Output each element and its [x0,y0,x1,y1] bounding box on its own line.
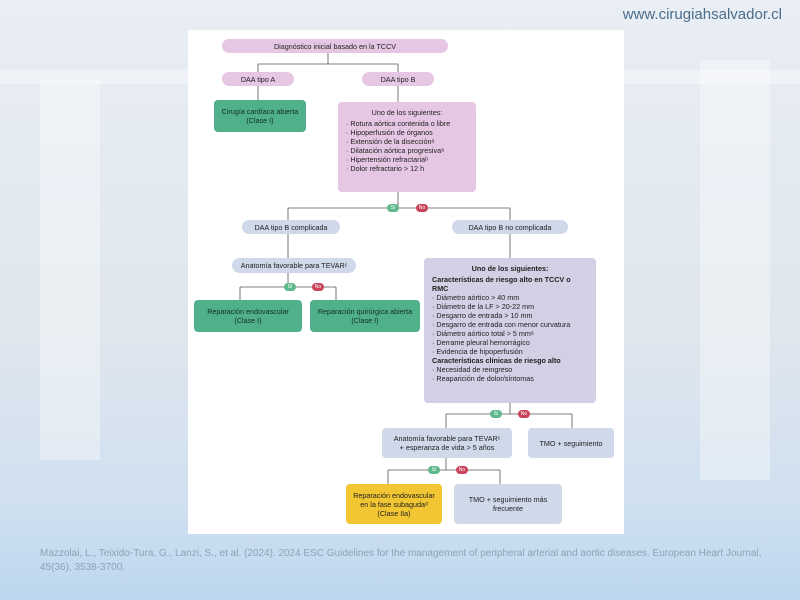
site-url: www.cirugiahsalvador.cl [622,6,782,23]
criteria2-item: · Reaparición de dolor/síntomas [432,374,534,383]
anat1-node: Anatomía favorable para TEVARᶜ [232,258,356,273]
criteria2-item: · Evidencia de hipoperfusión [432,347,523,356]
daa-b-label: DAA tipo B [380,74,416,84]
criteria2-subtitle: Características de riesgo alto en TCCV o… [432,275,571,293]
anat2-sublabel: + esperanza de vida > 5 años [399,443,495,452]
criteria2-item: · Diámetro aórtico total > 5 mmᵃ [432,329,534,338]
criteria2-item: · Desgarro de entrada > 10 mm [432,311,533,320]
endo1-label: Reparación endovascular [207,307,289,316]
cirugia-node: Cirugía cardíaca abierta (Clase I) [214,100,306,132]
yes-marker: Sí [428,466,440,474]
anat2-node: Anatomía favorable para TEVARᶜ + esperan… [382,428,512,458]
endo2-node: Reparación endovascular en la fase subag… [346,484,442,524]
daa-a-node: DAA tipo A [222,72,294,86]
tmo1-label: TMO + seguimiento [539,438,603,448]
criteria2-title: Uno de los siguientes: [471,264,549,273]
no-marker: No [456,466,468,474]
criteria1-box: Uno de los siguientes: · Rotura aórtica … [338,102,476,192]
criteria1-item: · Dilatación aórtica progresivaᵃ [346,146,444,155]
citation: Mazzolai, L., Teixido-Tura, G., Lanzi, S… [40,548,762,573]
cirugia-label: Cirugía cardíaca abierta [221,107,299,116]
no-marker: No [416,204,428,212]
anat1-label: Anatomía favorable para TEVARᶜ [240,261,348,270]
criteria2-box: Uno de los siguientes: Características d… [424,258,596,403]
yes-marker: Sí [284,283,296,291]
criteria2-item: · Necesidad de reingreso [432,365,513,374]
quir-label: Reparación quirúrgica abierta [317,307,413,316]
endo1-class: (Clase I) [234,316,262,325]
criteria1-item: · Hipoperfusión de órganos [346,128,433,137]
endo1-node: Reparación endovascular (Clase I) [194,300,302,332]
cirugia-class: (Clase I) [246,116,274,125]
flowchart-panel: Diagnóstico inicial basado en la TCCV DA… [188,30,624,534]
criteria2-subtitle: Características clínicas de riesgo alto [432,356,561,365]
criteria2-item: · Diámetro de la LF > 20-22 mm [432,302,535,311]
criteria2-item: · Desgarro de entrada con menor curvatur… [432,320,571,329]
endo2-label: Reparación endovascular [353,490,435,500]
anat2-label: Anatomía favorable para TEVARᶜ [393,434,501,443]
yes-marker: Sí [387,204,399,212]
start-label: Diagnóstico inicial basado en la TCCV [273,41,397,51]
no-marker: No [518,410,530,418]
no-marker: No [312,283,324,291]
criteria1-item: · Rotura aórtica contenida o libre [346,119,451,128]
daa-b-node: DAA tipo B [362,72,434,86]
uncomplicated-node: DAA tipo B no complicada [452,220,568,234]
tmo2-label: frecuente [493,504,523,513]
complicated-node: DAA tipo B complicada [242,220,340,234]
daa-a-label: DAA tipo A [240,74,276,84]
criteria1-item: · Extensión de la disecciónᵃ [346,137,435,146]
start-node: Diagnóstico inicial basado en la TCCV [222,39,448,53]
quir-node: Reparación quirúrgica abierta (Clase I) [310,300,420,332]
yes-marker: Sí [490,410,502,418]
uncomplicated-label: DAA tipo B no complicada [468,222,552,232]
endo2-class: (Clase IIa) [377,508,411,518]
tmo1-node: TMO + seguimiento [528,428,614,458]
quir-class: (Clase I) [351,316,379,325]
criteria1-title: Uno de los siguientes: [371,108,443,117]
endo2-label: en la fase subagudaᵈ [360,499,428,509]
criteria1-item: · Hipertensión refractariaᵇ [346,155,428,164]
complicated-label: DAA tipo B complicada [254,222,328,232]
tmo2-label: TMO + seguimiento más [468,495,548,504]
tmo2-node: TMO + seguimiento más frecuente [454,484,562,524]
criteria2-item: · Derrame pleural hemorrágico [432,338,530,347]
criteria1-item: · Dolor refractario > 12 h [346,164,425,173]
criteria2-item: · Diámetro aórtico > 40 mm [432,293,520,302]
